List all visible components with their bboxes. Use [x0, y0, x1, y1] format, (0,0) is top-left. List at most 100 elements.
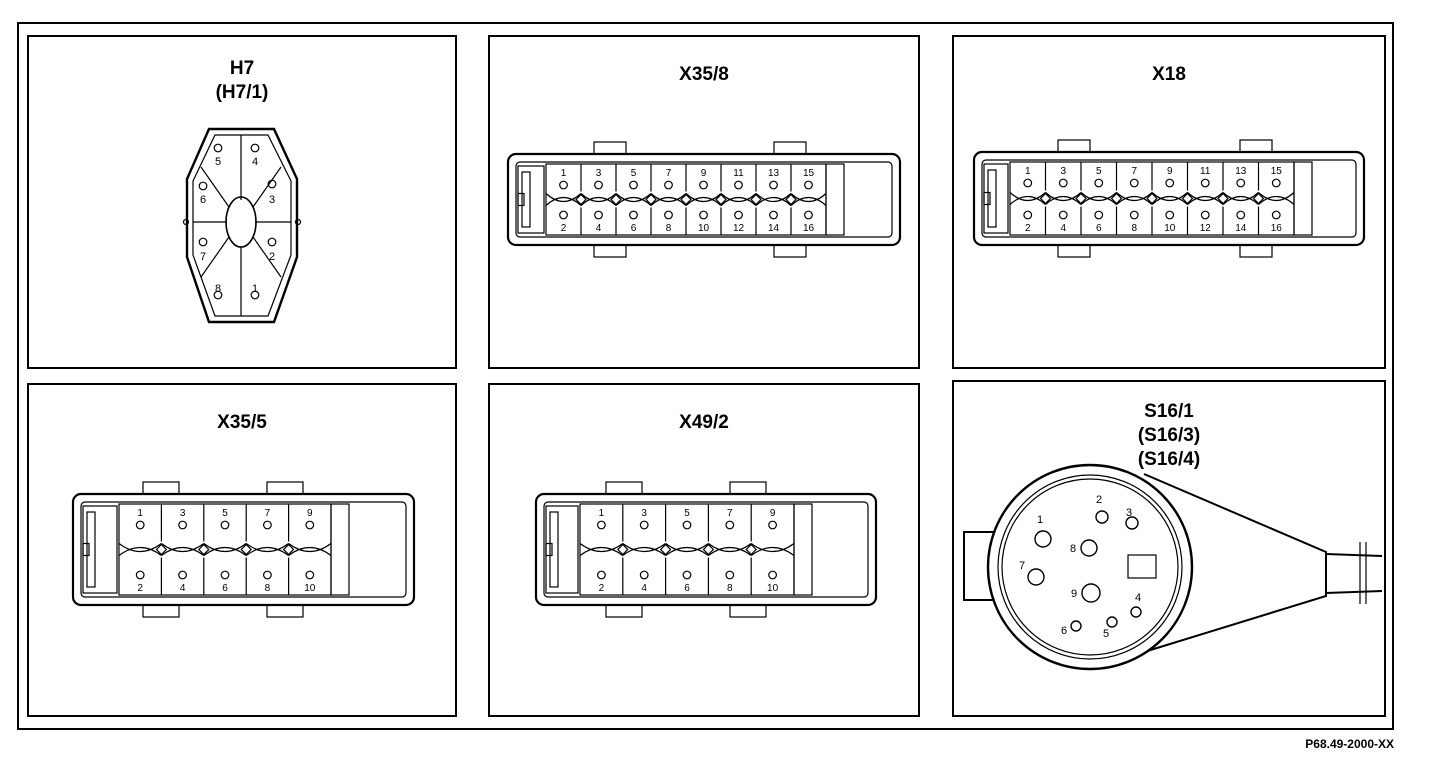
cavity-key — [282, 543, 295, 556]
pin-contact — [1080, 539, 1098, 557]
pin-contact — [1165, 178, 1175, 188]
pin-contact — [1125, 516, 1139, 530]
pin-contact — [198, 181, 208, 191]
cell-scallop-top — [685, 193, 722, 203]
cell-scallop-top — [615, 193, 652, 203]
cell-scallop-top — [288, 543, 332, 553]
cell-scallop-top — [545, 193, 582, 203]
pin-contact — [135, 520, 145, 530]
latch-left-slot — [521, 171, 531, 228]
pin-label: 6 — [222, 583, 228, 594]
pin-contact — [1058, 178, 1068, 188]
cavity-key — [617, 543, 629, 556]
pin-label: 12 — [733, 223, 745, 234]
pin-contact — [213, 290, 223, 300]
pin-contact — [1023, 210, 1033, 220]
cell-scallop-bottom — [580, 196, 617, 206]
pin-contact — [1236, 210, 1246, 220]
cell-scallop-top — [161, 543, 205, 553]
pin-label: 10 — [698, 223, 710, 234]
cell-scallop-bottom — [203, 546, 247, 556]
cell-scallop-bottom — [755, 196, 792, 206]
h7-subtitle: (H7/1) — [215, 82, 269, 103]
pin-label: 7 — [1131, 166, 1137, 177]
x35-5-title: X35/5 — [217, 412, 267, 433]
pin-label: 16 — [803, 223, 815, 234]
pin-contact — [699, 210, 708, 220]
pin-label: 3 — [180, 508, 186, 519]
pin-label: 14 — [1235, 223, 1247, 234]
pin-label: 5 — [631, 168, 637, 179]
pin-contact — [1081, 583, 1101, 603]
cell-scallop-bottom — [650, 196, 687, 206]
latch-left-slot — [987, 169, 997, 228]
pin-contact — [1165, 210, 1175, 220]
pin-label: 7 — [265, 508, 271, 519]
cell-scallop-bottom — [288, 546, 332, 556]
cable-wire-end — [1359, 542, 1367, 604]
pin-contact — [664, 180, 673, 190]
housing-inner-wall — [981, 159, 1357, 238]
pin-contact — [734, 210, 743, 220]
cavity-key — [750, 193, 762, 206]
pin-label: 6 — [631, 223, 637, 234]
pin-contact — [768, 570, 778, 580]
pin-label: 12 — [1200, 223, 1212, 234]
cavity-key — [1252, 192, 1265, 205]
pin-label: 3 — [641, 508, 647, 519]
pin-label: 9 — [1167, 166, 1173, 177]
cell-scallop-bottom — [1080, 195, 1117, 205]
pin-contact — [305, 520, 315, 530]
cable-housing — [1143, 473, 1327, 653]
pin-contact — [267, 237, 277, 247]
key-slot — [1127, 554, 1157, 579]
cavity-key — [1217, 192, 1229, 205]
cavity-key — [240, 543, 252, 556]
pin-label: 8 — [1070, 543, 1076, 555]
cell-scallop-bottom — [708, 546, 752, 556]
latch-left-slot — [86, 511, 96, 588]
s16-1-title: S16/1 — [1144, 401, 1194, 422]
pin-label: 13 — [1235, 166, 1247, 177]
latch-left-notch — [545, 542, 553, 557]
pin-contact — [267, 179, 277, 189]
cell-scallop-top — [1045, 192, 1082, 202]
cavity-key — [1181, 192, 1194, 205]
pin-label: 2 — [561, 223, 567, 234]
pin-contact — [178, 520, 188, 530]
pin-label: 5 — [684, 508, 690, 519]
cell-scallop-top — [1151, 192, 1188, 202]
pin-contact — [769, 180, 778, 190]
pin-contact — [1027, 568, 1045, 586]
pin-contact — [1094, 178, 1104, 188]
x35-8-title: X35/8 — [679, 64, 729, 85]
pin-label: 4 — [1135, 592, 1141, 604]
cell-scallop-top — [1187, 192, 1224, 202]
cell-scallop-top — [245, 543, 289, 553]
pin-contact — [1271, 210, 1281, 220]
cell-scallop-top — [203, 543, 247, 553]
cavity-key — [645, 193, 657, 206]
cell-scallop-bottom — [1187, 195, 1224, 205]
pin-contact — [596, 570, 606, 580]
cavity-key — [715, 193, 727, 206]
connector-body-ring — [997, 474, 1183, 660]
pin-label: 1 — [137, 508, 143, 519]
pin-label: 5 — [215, 156, 221, 168]
latch-left-notch — [82, 542, 90, 557]
pin-label: 10 — [304, 583, 316, 594]
pin-label: 9 — [770, 508, 776, 519]
connector-housing — [534, 492, 878, 607]
cell-scallop-bottom — [615, 196, 652, 206]
pin-contact — [178, 570, 188, 580]
pin-contact — [769, 210, 778, 220]
pin-contact — [250, 143, 260, 153]
segment-divider — [200, 236, 230, 278]
pin-contact — [1271, 178, 1281, 188]
pin-label: 9 — [307, 508, 313, 519]
